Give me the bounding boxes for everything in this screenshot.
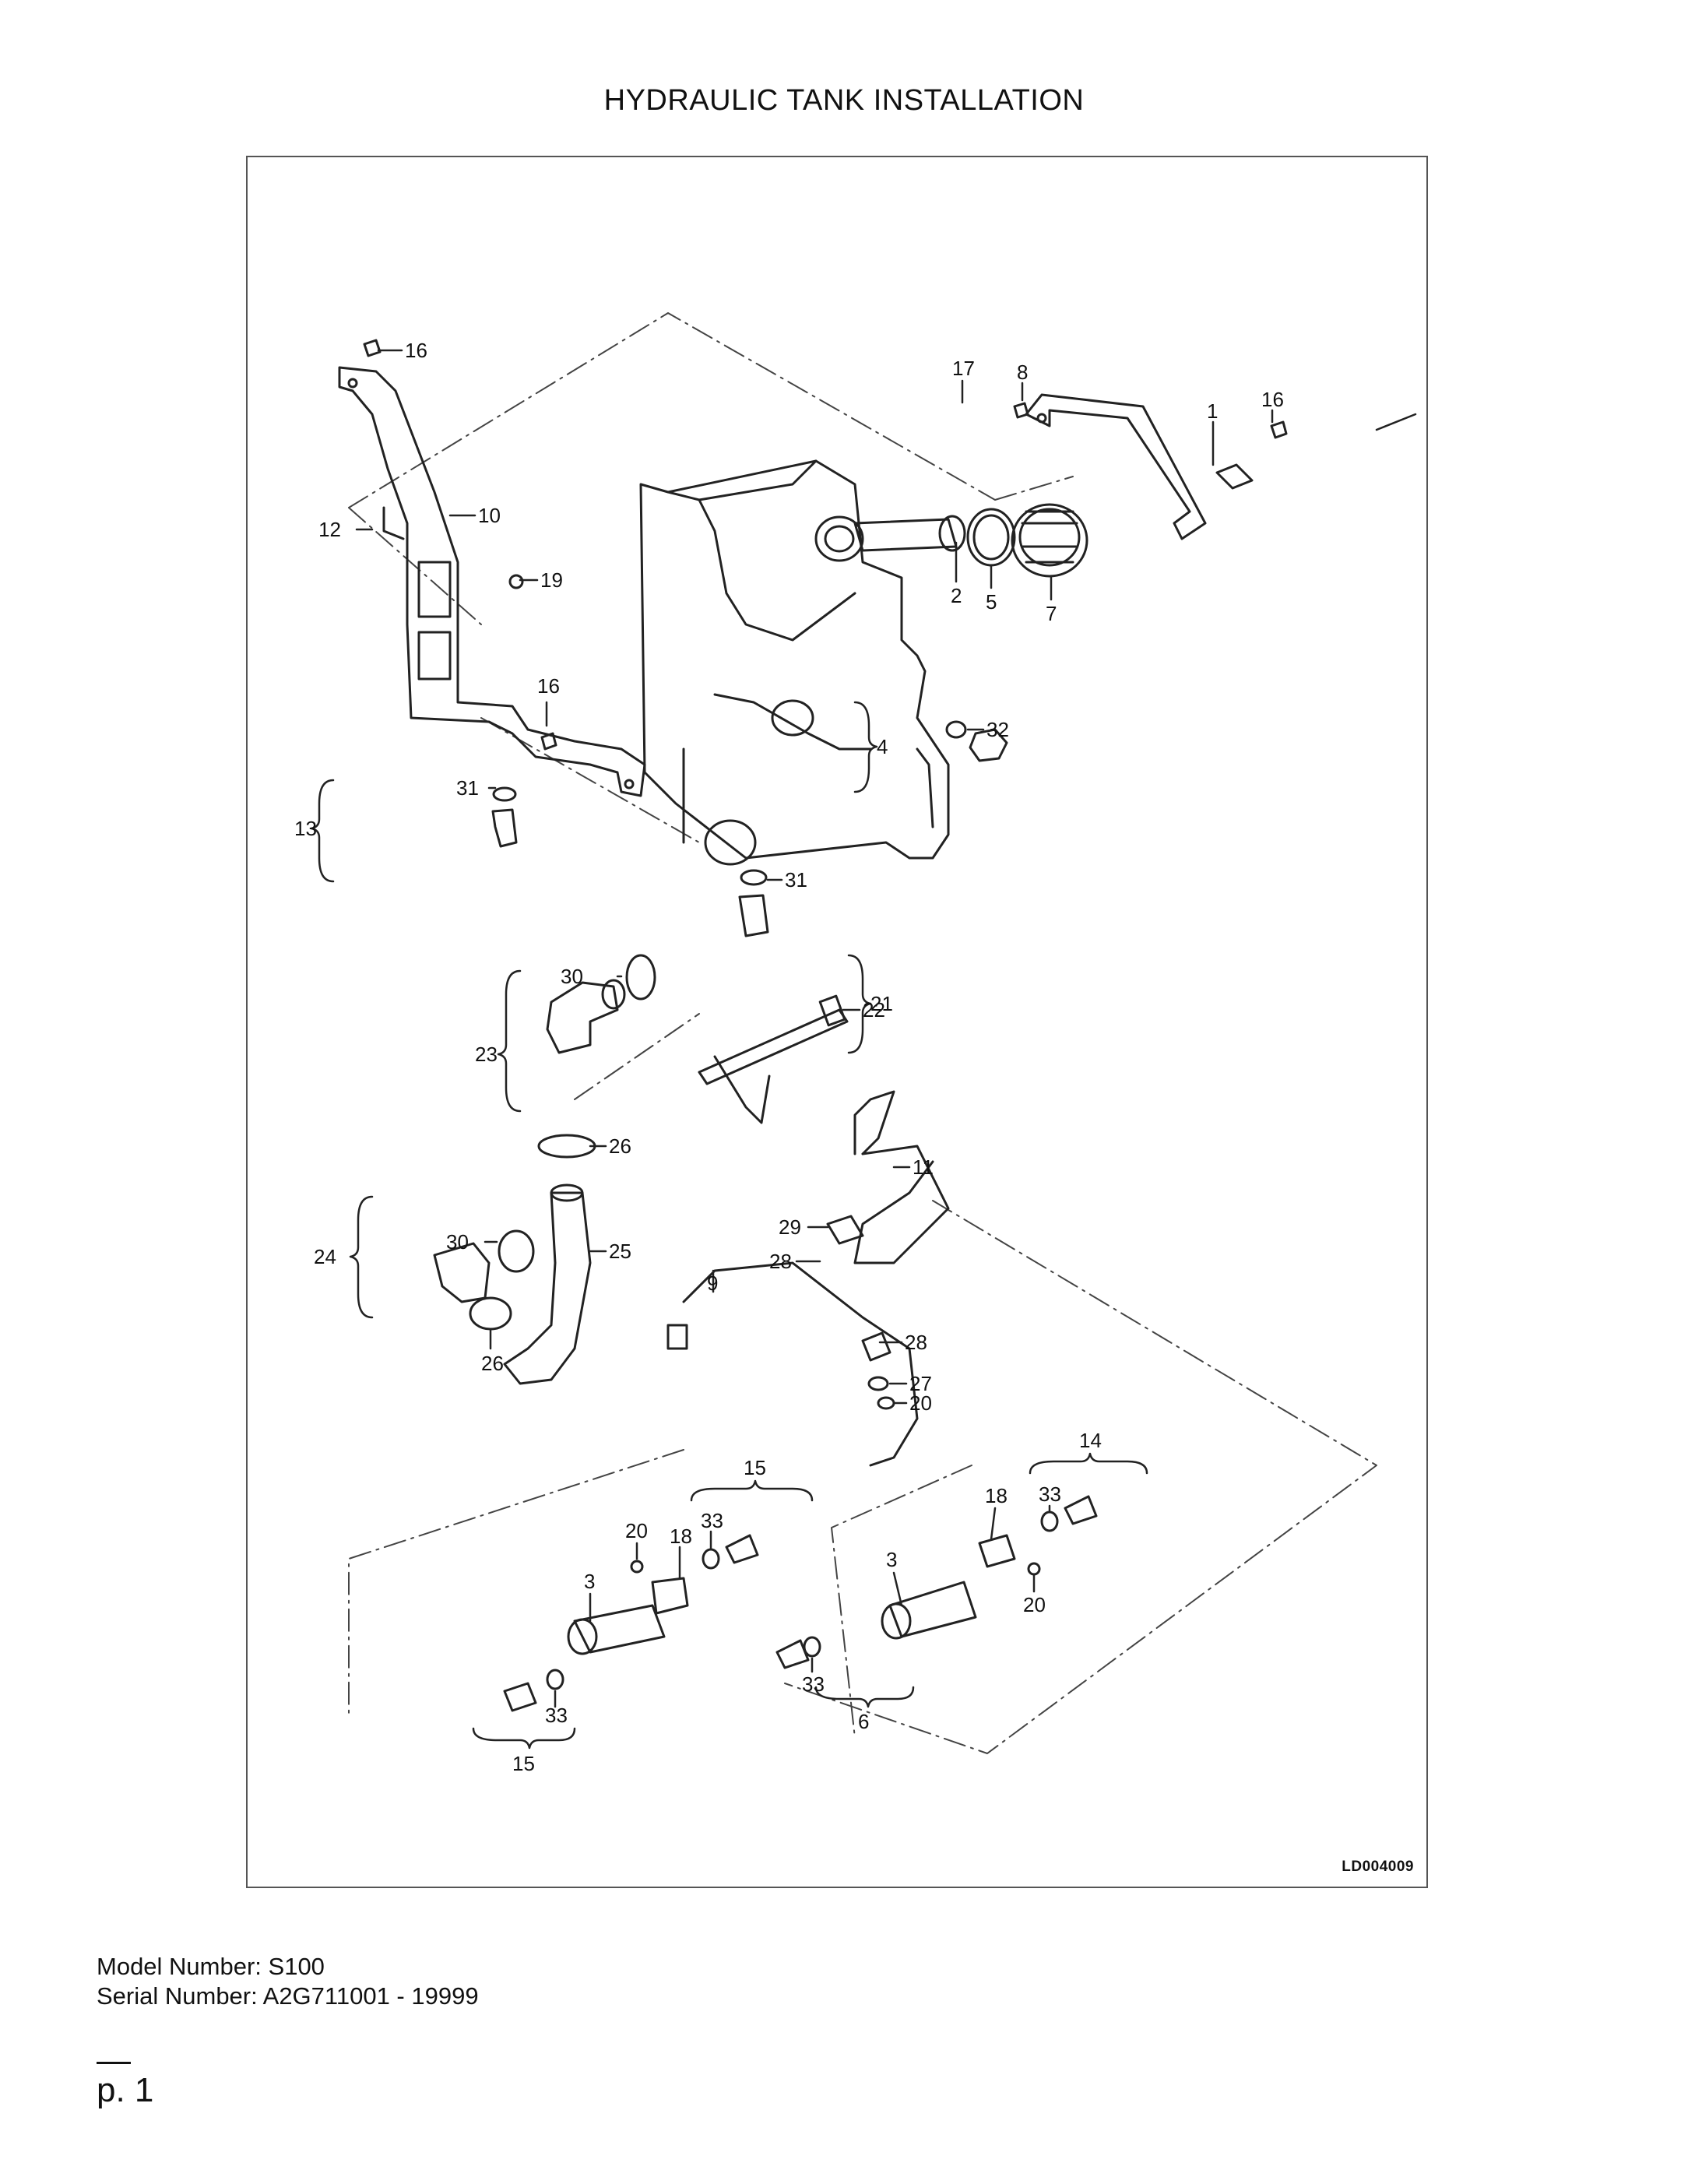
callout-13: 13 <box>294 817 317 840</box>
callout-27: 27 <box>909 1372 932 1395</box>
callout-leaders <box>355 349 1417 1708</box>
filler-cap-part-7 <box>1011 503 1088 578</box>
callout-21: 21 <box>870 992 893 1015</box>
diagram-frame: 16 10 12 19 16 17 8 1 16 2 5 7 32 4 31 1… <box>246 156 1428 1888</box>
callout-23: 23 <box>475 1043 498 1066</box>
callout-17: 17 <box>952 357 975 380</box>
fitting-part-15-upper <box>725 1534 759 1564</box>
hose-part-25 <box>503 1191 592 1385</box>
callout-19: 19 <box>540 568 563 592</box>
callout-15-lower: 15 <box>512 1752 535 1775</box>
callout-labels: 16 10 12 19 16 17 8 1 16 2 5 7 32 4 31 1… <box>294 339 1284 1775</box>
callout-3-right: 3 <box>886 1548 897 1571</box>
callout-2: 2 <box>951 584 962 607</box>
callout-16-right: 16 <box>1261 388 1284 411</box>
page-title: HYDRAULIC TANK INSTALLATION <box>603 84 1085 117</box>
assembly-guide-lines <box>348 312 1377 1754</box>
callout-6: 6 <box>858 1710 869 1733</box>
callout-33-upper: 33 <box>701 1509 723 1532</box>
fitting-part-15-lower <box>503 1682 537 1712</box>
callout-5: 5 <box>986 590 997 614</box>
callout-14: 14 <box>1079 1429 1102 1452</box>
callout-22: 22 <box>863 998 885 1022</box>
callout-25: 25 <box>609 1240 631 1263</box>
callout-26-lower: 26 <box>481 1352 504 1375</box>
callout-8: 8 <box>1017 360 1028 384</box>
callout-16-top: 16 <box>405 339 427 362</box>
callout-18-left: 18 <box>670 1525 692 1548</box>
callout-31-mid: 31 <box>785 868 807 892</box>
callout-30-lower: 30 <box>446 1230 469 1254</box>
serial-number: Serial Number: A2G711001 - 19999 <box>97 1982 479 2010</box>
nut-part-4 <box>969 728 1008 762</box>
tank-strap-part-8 <box>1025 393 1207 540</box>
filler-neck-part-2 <box>853 515 966 552</box>
callout-10: 10 <box>478 504 501 527</box>
o-ring-part-32 <box>945 720 967 739</box>
callout-24: 24 <box>314 1245 336 1268</box>
callout-4: 4 <box>877 735 888 758</box>
callout-33-right: 33 <box>1039 1482 1061 1506</box>
hose-clamp-part-26 <box>537 1134 596 1159</box>
model-number: Model Number: S100 <box>97 1953 325 1980</box>
callout-16-mid: 16 <box>537 674 560 698</box>
filter-part-3-left <box>567 1604 666 1655</box>
callout-29: 29 <box>779 1215 801 1239</box>
bracket-part-10 <box>338 366 646 797</box>
tube-part-11 <box>853 1090 895 1155</box>
fitting-part-14 <box>1064 1495 1098 1525</box>
callout-28-upper: 28 <box>769 1250 792 1273</box>
elbow-fitting-part-23 <box>546 954 656 1054</box>
bolt-icons <box>363 339 1288 751</box>
callout-20-right: 20 <box>1023 1593 1046 1616</box>
callout-11: 11 <box>913 1155 934 1179</box>
callout-20-mid: 20 <box>909 1391 932 1415</box>
plate-part-1 <box>1215 463 1254 490</box>
hydraulic-tank-part-12 <box>639 459 950 866</box>
fitting-part-6 <box>775 1639 810 1669</box>
fitting-part-21 <box>738 894 769 937</box>
callout-26-upper: 26 <box>609 1134 631 1158</box>
callout-33-lower-right: 33 <box>802 1672 825 1696</box>
callout-9: 9 <box>707 1271 718 1295</box>
callout-7: 7 <box>1046 602 1057 625</box>
page-divider <box>97 2062 131 2064</box>
callout-33-lower-left: 33 <box>545 1704 568 1727</box>
callout-15-upper: 15 <box>744 1456 766 1479</box>
exploded-parts-diagram: 16 10 12 19 16 17 8 1 16 2 5 7 32 4 31 1… <box>294 312 1417 1775</box>
page-number: p. 1 <box>97 2071 154 2109</box>
pipe-part-9 <box>682 1261 919 1467</box>
callout-12: 12 <box>318 518 341 541</box>
group-braces <box>310 701 1148 1750</box>
clamp-part-28 <box>826 1215 864 1245</box>
callout-28-lower: 28 <box>905 1331 927 1354</box>
callout-30-upper: 30 <box>561 965 583 988</box>
fitting-part-13 <box>491 808 518 848</box>
filter-part-3-right <box>881 1581 977 1640</box>
callout-18-right: 18 <box>985 1484 1008 1507</box>
callout-32: 32 <box>986 718 1009 741</box>
callout-3-left: 3 <box>584 1570 595 1593</box>
callout-31-left: 31 <box>456 776 479 800</box>
bracket-part-18 <box>651 1577 689 1615</box>
callout-1: 1 <box>1207 399 1218 423</box>
drawing-code: LD004009 <box>1342 1859 1414 1875</box>
callout-20-left: 20 <box>625 1519 648 1542</box>
